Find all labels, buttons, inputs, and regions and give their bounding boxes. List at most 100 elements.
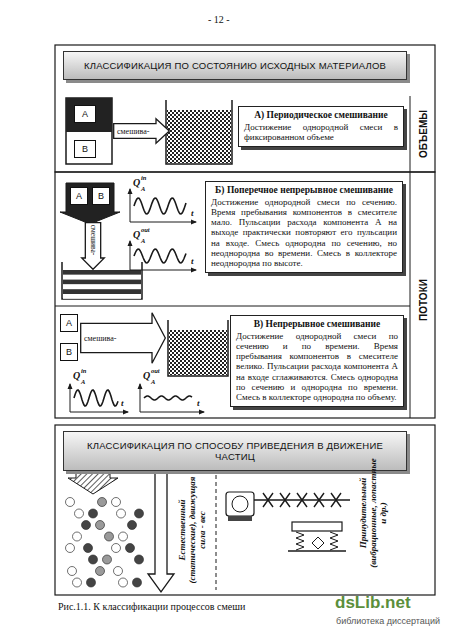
axis-arrowhead <box>138 383 143 389</box>
classification-banner: КЛАССИФИКАЦИЯ ПО СПОСОБУ ПРИВЕДЕНИЯ В ДВ… <box>63 431 407 471</box>
motor-symbol <box>226 492 254 516</box>
particle <box>73 578 82 587</box>
page-number: - 12 - <box>208 14 230 25</box>
particle <box>89 555 98 564</box>
vibration-mark <box>312 537 324 549</box>
base-line <box>288 550 346 552</box>
vibrating-tray <box>292 522 342 531</box>
flow-symbol: Q <box>133 229 140 240</box>
particle <box>119 532 128 541</box>
node-label: A <box>76 191 82 201</box>
uniform-mixture <box>169 330 227 375</box>
description-box: В) Непрерывное смешиваниеДостижение одно… <box>230 315 404 407</box>
spring-symbol <box>296 532 304 550</box>
particle <box>112 544 121 553</box>
mixing-arrow: смешива- <box>80 312 166 364</box>
flow-superscript: in <box>141 174 146 181</box>
flow-subscript: A <box>141 185 145 192</box>
side-label: ПОТОКИ <box>418 279 429 321</box>
axis-arrowhead <box>68 383 73 389</box>
particle <box>96 567 105 576</box>
panel-frame <box>55 425 435 595</box>
particle <box>66 544 75 553</box>
screw-blade <box>297 493 307 507</box>
component-box: A <box>70 187 88 205</box>
classification-banner: КЛАССИФИКАЦИЯ ПО СОСТОЯНИЮ ИСХОДНЫХ МАТЕ… <box>63 51 407 80</box>
time-axis-label: t <box>121 399 124 409</box>
time-axis-label: t <box>197 399 200 409</box>
side-label: ОБЪЕМЫ <box>418 110 429 158</box>
watermark: библиотека диссертаций <box>336 617 440 627</box>
flow-pulsation-curve <box>134 198 186 214</box>
box-heading: А) Периодическое смешивание <box>244 110 398 121</box>
side-column-line <box>410 96 411 418</box>
screw-blade <box>263 493 273 507</box>
spring-symbol <box>330 532 338 550</box>
panel-frame <box>55 45 435 172</box>
particle <box>103 555 112 564</box>
flow-symbol: Q <box>133 177 140 188</box>
graph-axis <box>130 270 196 271</box>
flow-subscript: A <box>151 378 155 385</box>
particle <box>66 498 75 507</box>
mixed-vessel <box>168 320 228 376</box>
node-label: КЛАССИФИКАЦИЯ ПО СПОСОБУ ПРИВЕДЕНИЯ В ДВ… <box>70 440 400 462</box>
component-a-fill <box>66 98 112 132</box>
screw-blade <box>280 493 290 507</box>
particle <box>112 498 121 507</box>
particle <box>84 544 93 553</box>
node-label: смешива- <box>117 127 150 136</box>
flow-pulsation-curve <box>134 249 186 263</box>
component-box: A <box>60 314 78 332</box>
layered-mixture <box>63 294 141 299</box>
particle <box>68 567 77 576</box>
particle <box>135 555 144 564</box>
axis-arrowhead <box>128 188 133 194</box>
flow-superscript: out <box>151 367 160 374</box>
particle <box>87 578 96 587</box>
axis-arrowhead <box>123 410 129 415</box>
node-label: B <box>82 144 88 154</box>
axis-arrowhead <box>199 410 205 415</box>
arrow-outline <box>82 223 105 270</box>
particle <box>105 532 114 541</box>
particle <box>73 532 82 541</box>
screw-blade <box>314 493 324 507</box>
axis-arrowhead <box>128 240 133 246</box>
section-divider <box>55 306 410 307</box>
node-label: КЛАССИФИКАЦИЯ ПО СОСТОЯНИЮ ИСХОДНЫХ МАТЕ… <box>70 60 400 71</box>
axis-arrowhead <box>191 268 197 273</box>
node-label: B <box>98 191 104 201</box>
component-box: B <box>74 140 96 158</box>
particle <box>114 567 123 576</box>
particle <box>96 521 105 530</box>
layered-mixture <box>63 275 141 280</box>
component-box: B <box>92 187 110 205</box>
flow-pulsation-curve <box>74 390 118 406</box>
node-label: A <box>82 109 88 119</box>
motor-symbol <box>232 496 248 512</box>
flow-symbol: Q <box>143 370 150 381</box>
group-label: Принудительный (вибрационные, лопастные … <box>359 457 389 569</box>
time-axis-label: t <box>191 257 194 267</box>
time-axis-label: t <box>191 209 194 219</box>
box-body: Достижение однородной смеси по сечению. … <box>211 197 397 268</box>
flow-superscript: in <box>81 367 86 374</box>
watermark: dsLib.net <box>335 594 411 613</box>
mixed-vessel <box>166 100 232 164</box>
box-heading: В) Непрерывное смешивание <box>236 319 398 330</box>
description-box: А) Периодическое смешиваниеДостижение од… <box>238 106 404 147</box>
node-label: A <box>66 318 72 328</box>
particle <box>98 498 107 507</box>
mixing-arrow: смешива- <box>113 118 170 144</box>
graph-axis <box>140 412 204 413</box>
particle <box>128 521 137 530</box>
particle <box>126 544 135 553</box>
description-box: Б) Поперечное непрерывное смешиваниеДост… <box>205 181 403 273</box>
panel-frame <box>55 172 435 418</box>
flow-superscript: out <box>141 226 150 233</box>
arrow-outline <box>81 313 166 364</box>
group-label: Естественный (статические), движущая сил… <box>178 469 208 591</box>
